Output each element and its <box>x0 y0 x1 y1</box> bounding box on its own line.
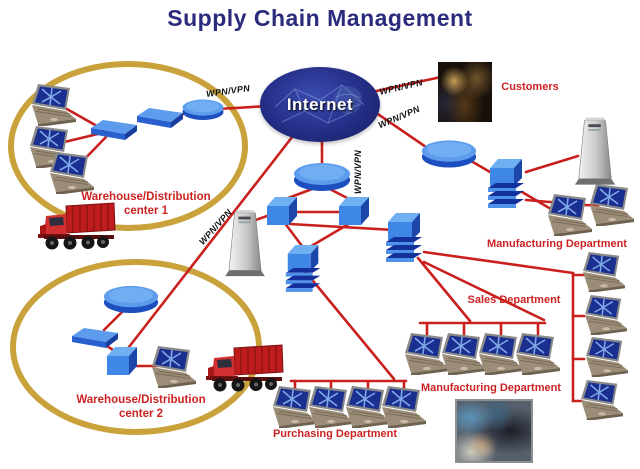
internet-cloud-icon: Internet <box>260 67 380 142</box>
warehouse2-label-line2: center 2 <box>118 408 164 420</box>
stacked-switch-icon <box>285 245 321 292</box>
customers-label: Customers <box>501 81 559 93</box>
manufacturing-bottom-label: Manufacturing Department <box>421 382 561 394</box>
sales-label: Sales Department <box>467 294 561 306</box>
lan-ring-warehouse1 <box>8 61 248 231</box>
customers-photo <box>438 62 492 122</box>
laptop-icon <box>580 380 624 420</box>
manufacturing-top-label: Manufacturing Department <box>487 238 627 250</box>
switch-icon <box>107 347 137 375</box>
laptop-icon <box>585 337 629 377</box>
warehouse1-label-line1: Warehouse/Distribution <box>81 191 211 203</box>
router-disk-icon <box>421 140 477 168</box>
internet-label: Internet <box>286 94 354 114</box>
stacked-switch-icon <box>488 159 524 208</box>
switch-icon <box>91 120 137 140</box>
office-photo <box>455 399 533 463</box>
laptop-icon <box>584 295 628 335</box>
warehouse2-label-line1: Warehouse/Distribution <box>76 394 206 406</box>
switch-icon <box>137 108 183 128</box>
vpn-link-label: WPN/VPN <box>353 149 363 194</box>
warehouse2-label: Warehouse/Distribution center 2 <box>70 393 212 421</box>
router-disk-icon <box>182 99 224 120</box>
stacked-switch-icon <box>386 213 422 262</box>
server-tower-icon <box>574 117 616 186</box>
laptop-icon <box>49 152 95 194</box>
switch-icon <box>72 328 118 348</box>
laptop-icon <box>151 346 197 388</box>
cloud-wireframe <box>274 84 365 124</box>
laptop-icon <box>547 194 593 236</box>
purchasing-label: Purchasing Department <box>272 428 398 440</box>
switch-icon <box>267 197 297 225</box>
page-title: Supply Chain Management <box>167 5 473 31</box>
laptop-icon <box>515 333 561 375</box>
warehouse1-label-line2: center 1 <box>123 205 169 217</box>
laptop-icon <box>582 252 626 292</box>
warehouse1-label: Warehouse/Distribution center 1 <box>75 190 217 218</box>
laptop-icon <box>31 84 77 126</box>
router-disk-icon <box>103 285 159 313</box>
hub-disk-icon <box>294 163 350 191</box>
switch-icon <box>339 197 369 225</box>
